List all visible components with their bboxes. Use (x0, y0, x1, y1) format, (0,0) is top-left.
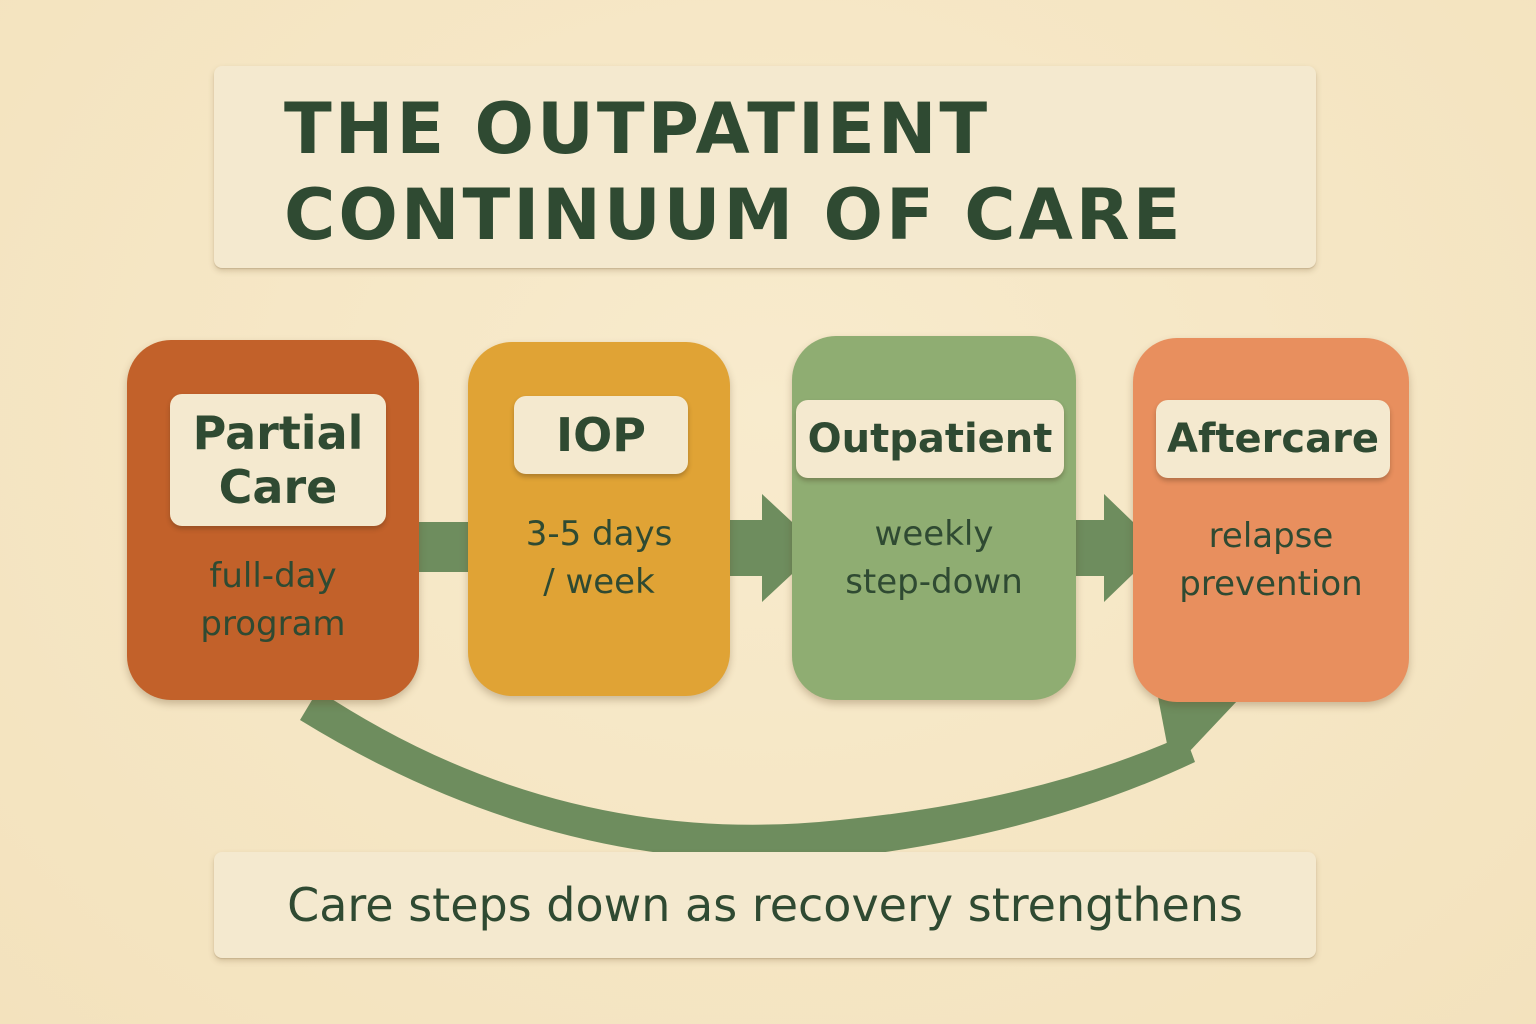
stage-desc-aftercare: relapse prevention (1133, 512, 1409, 608)
stage-desc-line-1: relapse (1208, 516, 1334, 556)
arrow-2-3 (722, 494, 820, 602)
stage-desc-partial-care: full-day program (127, 552, 419, 648)
stage-desc-line-2: step-down (845, 562, 1023, 602)
stage-label-iop: IOP (514, 396, 688, 474)
stage-desc-line-1: 3-5 days (525, 514, 673, 554)
arrow-3-4 (1068, 494, 1160, 602)
stage-desc-iop: 3-5 days / week (468, 510, 730, 606)
stage-desc-line-2: / week (543, 562, 655, 602)
title-line-1: THE OUTPATIENT (284, 88, 991, 170)
stage-card-partial-care: Partial Care full-day program (127, 340, 419, 700)
stage-desc-outpatient: weekly step-down (792, 510, 1076, 606)
stage-label-aftercare: Aftercare (1156, 400, 1390, 478)
title-panel: THE OUTPATIENT CONTINUUM OF CARE (214, 66, 1316, 268)
stage-label-outpatient: Outpatient (796, 400, 1064, 478)
footer-panel: Care steps down as recovery strengthens (214, 852, 1316, 958)
stage-desc-line-2: prevention (1179, 564, 1363, 604)
stage-desc-line-1: full-day (209, 556, 337, 596)
stage-desc-line-1: weekly (874, 514, 994, 554)
curved-arrow-body (300, 690, 1195, 861)
stage-card-outpatient: Outpatient weekly step-down (792, 336, 1076, 700)
stage-desc-line-2: program (200, 604, 346, 644)
footer-caption: Care steps down as recovery strengthens (287, 878, 1243, 932)
stage-card-aftercare: Aftercare relapse prevention (1133, 338, 1409, 702)
stage-card-iop: IOP 3-5 days / week (468, 342, 730, 696)
title-line-2: CONTINUUM OF CARE (284, 174, 1184, 256)
stage-label-partial-care: Partial Care (170, 394, 386, 526)
stage-label-line-2: Care (218, 460, 338, 514)
stage-label-line-1: Partial (192, 406, 364, 460)
